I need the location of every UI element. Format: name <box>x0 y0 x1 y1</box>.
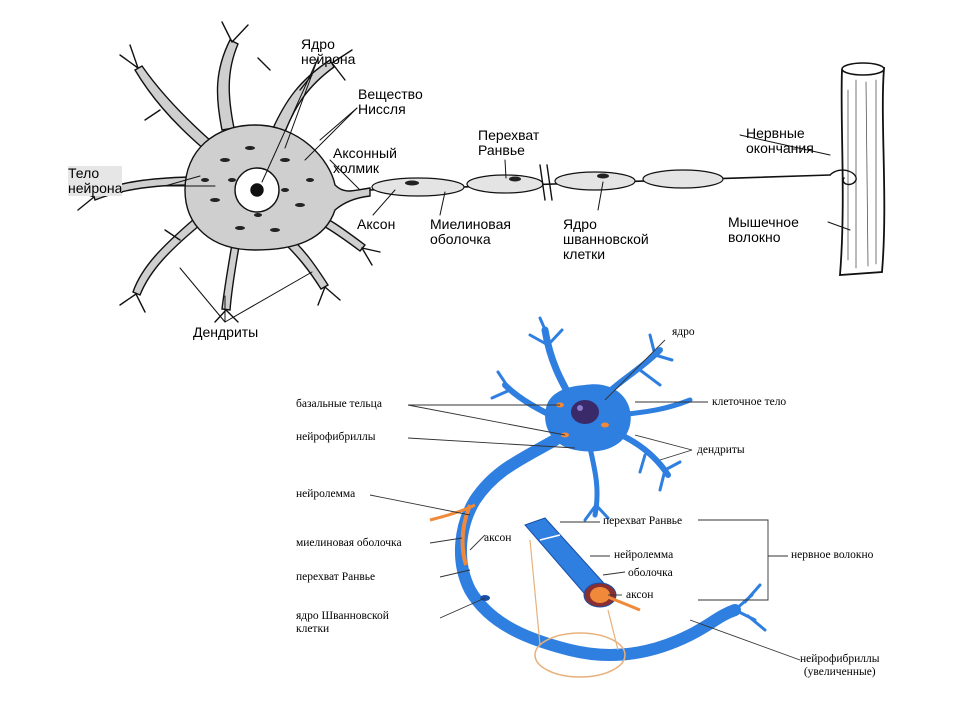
label-neurolemma: нейролемма <box>296 488 356 500</box>
magnifier-lines <box>529 539 619 651</box>
label-myelin-sheath: Миелиновая оболочка <box>430 216 511 247</box>
label-inset-node-of-ranvier: перехват Ранвье <box>603 515 683 527</box>
nissl-granules <box>201 146 314 232</box>
muscle-fiber <box>839 67 886 276</box>
label-dendrites: дендриты <box>697 444 745 456</box>
magnifier-lens <box>534 632 626 678</box>
myelin-segments <box>371 169 724 197</box>
muscle-fiber-top <box>841 62 885 76</box>
schwann-nuclei <box>405 173 609 186</box>
label-axon-hillock: Аксонный холмик <box>333 145 397 176</box>
muscle-striations <box>847 79 877 269</box>
label-basal-bodies: базальные тельца <box>296 398 382 410</box>
nerve-ending-loop <box>829 169 857 186</box>
label-inset-sheath: оболочка <box>628 567 673 579</box>
nucleolus <box>250 183 264 197</box>
axon-break-mark <box>539 164 553 201</box>
top-neuron-drawing <box>74 21 886 323</box>
label-neurofibrils: нейрофибриллы <box>296 431 376 443</box>
label-nissl-substance: Вещество Ниссля <box>358 86 423 117</box>
label-muscle-fiber: Мышечное волокно <box>728 214 799 245</box>
label-axon: Аксон <box>357 216 396 232</box>
dendrite-branch <box>216 39 239 131</box>
dendrite-branch <box>221 237 241 311</box>
label-myelin-sheath: миелиновая оболочка <box>296 537 402 549</box>
label-dendrites: Дендриты <box>193 324 259 340</box>
label-nerve-fiber: нервное волокно <box>791 549 874 561</box>
label-neuron-nucleus: Ядро нейрона <box>301 36 356 67</box>
label-neurofibrils-enlarged: нейрофибриллы (увеличенные) <box>800 653 880 678</box>
label-schwann-nucleus: ядро Шванновской клетки <box>296 610 389 635</box>
axon-terminals <box>733 583 767 632</box>
label-neuron-body: Тело нейрона <box>68 165 123 196</box>
label-inset-axon: аксон <box>626 589 654 601</box>
bottom-leader-lines <box>369 339 801 661</box>
colored-nucleus <box>571 400 599 424</box>
label-inset-neurolemma: нейролемма <box>614 549 674 561</box>
dendrite-branch <box>134 65 213 151</box>
label-node-of-ranvier: перехват Ранвье <box>296 571 376 583</box>
label-nucleus: ядро <box>672 326 695 338</box>
colored-nucleolus <box>577 405 583 411</box>
label-axon: аксон <box>484 532 512 544</box>
top-leader-lines <box>164 57 851 323</box>
label-node-of-ranvier: Перехват Ранвье <box>478 127 540 158</box>
colored-axon <box>454 434 741 661</box>
label-nerve-endings: Нервные окончания <box>746 125 814 156</box>
nerve-fiber-inset <box>524 517 641 612</box>
label-schwann-nucleus: Ядро шванновской клетки <box>563 216 649 262</box>
colored-myelin-strip <box>460 504 472 566</box>
label-cell-body: клеточное тело <box>712 396 787 408</box>
